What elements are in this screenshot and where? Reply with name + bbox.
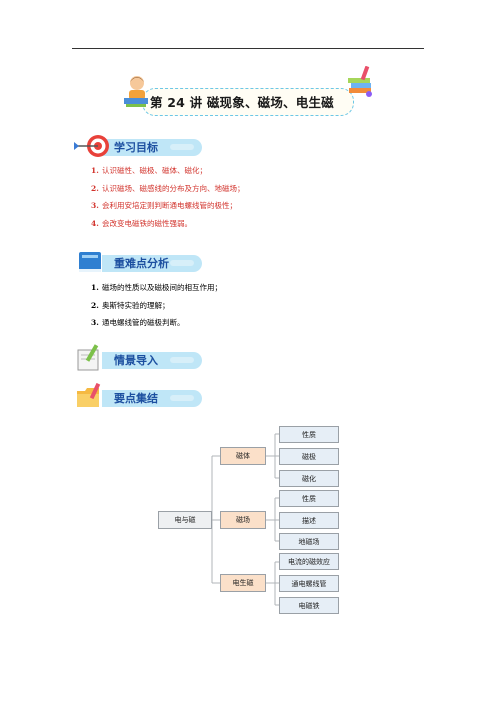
list-item: 4.会改变电磁铁的磁性强弱。 [91,218,192,228]
mindmap-leaf: 通电螺线管 [279,575,339,592]
section-bar [102,390,202,407]
section-label: 重难点分析 [114,257,169,270]
mindmap-branch-magnet: 磁体 [220,447,266,465]
list-item: 3.通电螺线管的磁极判断。 [91,318,185,327]
book-icon [79,252,101,272]
section-header-goals: 学习目标 [72,135,202,157]
list-item: 2.奥斯特实验的理解； [91,300,170,310]
mindmap-branch-electromagnetism: 电生磁 [220,574,266,592]
child-reading-icon [124,76,148,107]
books-pencil-icon [348,66,372,97]
section-header-summary: 要点集结 [72,383,202,408]
section-header-key-points: 重难点分析 [72,252,202,273]
section-bar [102,139,202,156]
mindmap-leaf: 性质 [279,490,339,507]
mindmap-leaf: 描述 [279,512,339,529]
section-label: 情景导入 [114,354,158,367]
list-item: 1.磁场的性质以及磁极间的相互作用； [91,283,222,292]
section-label: 要点集结 [114,392,158,405]
list-item: 3.会利用安培定则判断通电螺线管的极性； [91,201,237,210]
section-label: 学习目标 [114,141,158,154]
mindmap-leaf: 电流的磁效应 [279,553,339,570]
page-title: 第 24 讲 磁现象、磁场、电生磁 [150,95,334,110]
title-banner [142,88,354,116]
section-bar [102,255,202,272]
section-header-intro: 情景导入 [72,344,202,371]
top-rule [72,48,424,49]
key-points-list: 1.磁场的性质以及磁极间的相互作用； 2.奥斯特实验的理解； 3.通电螺线管的磁… [91,282,222,335]
mindmap-leaf: 地磁场 [279,533,339,550]
notebook-pen-icon [77,344,99,371]
goals-list: 1.认识磁性、磁极、磁体、磁化； 2.认识磁场、磁感线的分布及方向、地磁场； 3… [91,165,245,235]
target-dart-icon [74,135,109,157]
section-bar [102,352,202,369]
mindmap-leaf: 磁化 [279,470,339,487]
list-item: 2.认识磁场、磁感线的分布及方向、地磁场； [91,183,245,193]
list-item: 1.认识磁性、磁极、磁体、磁化； [91,166,207,175]
mindmap-root: 电与磁 [158,511,212,529]
mindmap-branch-field: 磁场 [220,511,266,529]
folder-pencil-icon [77,383,101,407]
mindmap-leaf: 性质 [279,426,339,443]
mindmap-leaf: 电磁铁 [279,597,339,614]
mindmap-leaf: 磁极 [279,448,339,465]
